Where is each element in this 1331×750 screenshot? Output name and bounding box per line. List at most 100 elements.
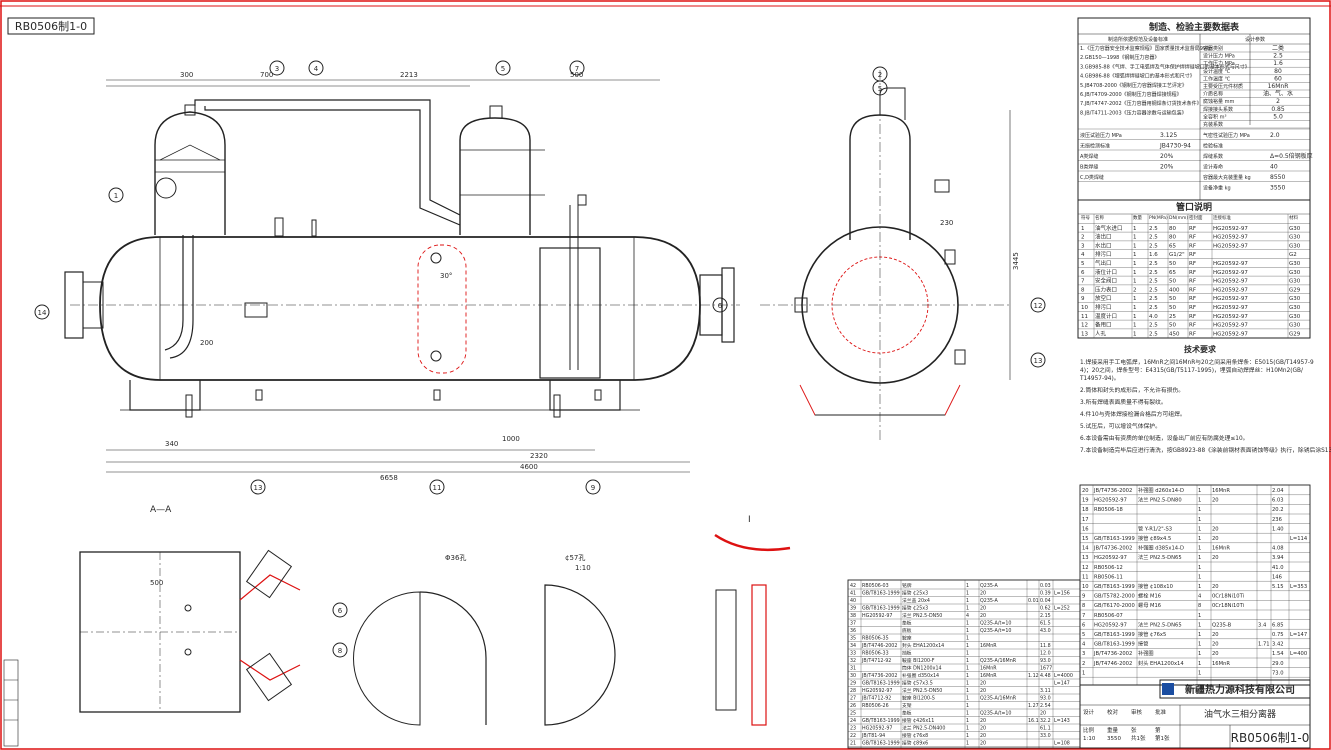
detail-half-disc-2: ¢57孔 1:10 (544, 554, 616, 726)
parts-left-cell: JB/T4712-92 (861, 696, 891, 702)
parts-right-cell: 3.4 (1258, 622, 1267, 628)
parts-left-cell: HG20592-97 (862, 613, 892, 619)
nozzle-cell: 1 (1081, 226, 1085, 232)
nozzle-cell: 1.6 (1149, 252, 1158, 258)
parts-left-cell: 挡板 (902, 650, 912, 657)
nozzle-cell: G30 (1289, 314, 1301, 320)
parts-left-cell: Q235-A/t=10 (980, 621, 1011, 627)
data-left-header: 制造所依据规范及设备标准 (1108, 36, 1168, 43)
parts-left-cell: 接管 ¢25x3 (902, 590, 928, 597)
callout-14: 14 (38, 309, 47, 317)
parts-right-cell: 1 (1198, 546, 1201, 552)
nozzle-cell: 水出口 (1095, 241, 1112, 249)
parts-right-cell: 封头 EHA1200x14 (1138, 659, 1184, 667)
parts-left-cell: 20 (980, 718, 986, 724)
parts-right-cell: 5.15 (1272, 584, 1284, 590)
nameplate (244, 302, 268, 318)
nozzle-cell: G1/2" (1169, 252, 1185, 258)
title-block-label: 批准 (1155, 708, 1167, 716)
parts-left-cell: 20 (980, 688, 986, 694)
parts-right-cell: 6.03 (1272, 498, 1284, 504)
parts-left-cell: 33 (850, 651, 856, 657)
parts-left-cell: 垫板 (902, 710, 912, 717)
dim-300-label: 300 (180, 71, 193, 79)
parts-left-cell: 25 (850, 711, 856, 717)
tech-item: 1.焊接采用手工电弧焊，16MnR之间16MnR与20之间采用条焊条：E5015… (1079, 358, 1314, 382)
parts-left-cell: JB/T81-94 (861, 733, 885, 739)
parts-right-cell: 5 (1082, 632, 1085, 638)
detail-I: I (714, 515, 791, 726)
parts-left-cell: 1 (966, 726, 969, 732)
parts-left-cell: 36 (850, 628, 856, 634)
dim-1000-label: 1000 (502, 435, 520, 443)
parts-left-cell: 38 (850, 613, 856, 619)
nozzle-cell: 1 (1133, 323, 1137, 329)
lower-label2: 气密性试验压力 MPa (1203, 132, 1250, 139)
nozzle-header: DN(mm) (1169, 215, 1188, 221)
nozzle-cell: 2.5 (1149, 270, 1158, 276)
parts-left-cell: 20 (980, 591, 986, 597)
parts-left-cell: 34 (850, 643, 856, 649)
tech-item: 2.筒体和封头的成形后，不允许有损伤。 (1080, 386, 1184, 394)
parts-left-cell: 鞍座 BI1200-F (902, 657, 935, 664)
parts-right-cell: RB0506-18 (1094, 507, 1123, 513)
callout-1: 1 (114, 192, 118, 200)
nozzle-cell: 11 (1081, 314, 1088, 320)
detail-scale-label: 1:10 (575, 564, 591, 572)
parts-left-cell: 铭牌 (902, 582, 912, 589)
parts-right-cell: 接管 ¢89x4.5 (1138, 534, 1171, 542)
parts-left-cell: 1 (966, 621, 969, 627)
parts-right-cell: 0.75 (1272, 632, 1284, 638)
nozzle-cell: 8 (1081, 287, 1085, 293)
nozzle-cell: 65 (1169, 270, 1176, 276)
param-value: 1.6 (1273, 60, 1283, 67)
nozzle-cell: 放空口 (1095, 294, 1112, 302)
lower-label: A类焊缝 (1080, 153, 1098, 160)
param-label: 工作温度 ℃ (1203, 75, 1231, 82)
nozzle-cell: 10 (1081, 305, 1088, 311)
nozzle-cell: 50 (1169, 261, 1176, 267)
parts-left-cell: 20 (980, 726, 986, 732)
callout-4: 4 (314, 65, 319, 73)
nozzle-cell: 1 (1133, 226, 1137, 232)
nozzle-cell: 液位计口 (1095, 268, 1117, 276)
parts-left-cell: 0.04 (1040, 598, 1051, 604)
parts-left-cell: 29 (850, 681, 856, 687)
title-block-label: 第 (1155, 726, 1161, 734)
lower-value2: 40 (1270, 164, 1278, 171)
parts-right-cell: JB/T4736-2002 (1093, 488, 1132, 494)
standard-row: 1.《压力容器安全技术监察规程》国家质量技术监督局99版 (1080, 45, 1211, 52)
nozzle-cell: G30 (1289, 279, 1301, 285)
parts-left-cell: 1 (966, 711, 969, 717)
detail-boundary (417, 244, 467, 374)
param-label: 全容积 m³ (1203, 113, 1226, 120)
nozzle-cell: 12 (1081, 323, 1088, 329)
parts-right-cell: HG20592-97 (1094, 622, 1127, 628)
parts-right-cell: 接管 ¢76x5 (1138, 630, 1166, 638)
dim-230-label: 230 (940, 219, 953, 227)
parts-left-cell: 20 (980, 733, 986, 739)
parts-left-cell: 接管 ¢426x11 (902, 717, 934, 724)
parts-left-cell: L=4000 (1054, 673, 1073, 679)
standard-row: 4.GB986-88《埋弧焊焊缝坡口的基本形式和尺寸》 (1080, 73, 1195, 80)
parts-left-cell: 16.1 (1028, 718, 1039, 724)
lower-label2: 设计寿命 (1203, 164, 1223, 171)
title-block-value: 3550 (1107, 736, 1121, 742)
parts-left-cell: GB/T8163-1999 (862, 606, 900, 612)
parts-right-cell: 1.71 (1258, 642, 1270, 648)
parts-left-cell: 1 (966, 681, 969, 687)
lower-value: 20% (1160, 164, 1174, 171)
parts-right-cell: 29.0 (1272, 661, 1284, 667)
parts-left-cell: Q235-A (980, 583, 999, 589)
overall-length-label: 6658 (380, 474, 398, 482)
nozzle-cell: HG20592-97 (1213, 279, 1248, 285)
parts-left-cell: 20 (980, 613, 986, 619)
parts-right-cell: HG20592-97 (1094, 555, 1127, 561)
dim-3445-label: 3445 (1012, 252, 1020, 270)
parts-left-cell: 鞍座 BI1200-S (902, 695, 935, 702)
nozzle-cell: G30 (1289, 226, 1301, 232)
dim-2213-label: 2213 (400, 71, 418, 79)
tech-item: 6.本设备需由有资质的单位制造，设备出厂前应有防腐处理≤10。 (1080, 434, 1248, 442)
parts-left-cell: RB0506-35 (862, 636, 889, 642)
nozzle-cell: 450 (1169, 331, 1180, 337)
